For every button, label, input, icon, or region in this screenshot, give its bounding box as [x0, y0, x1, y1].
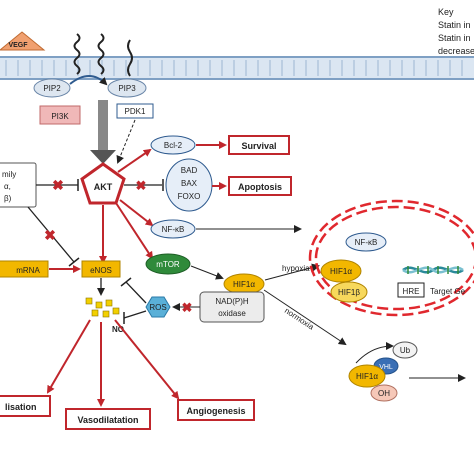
- pip2-to-pip3-arrow: [69, 75, 108, 86]
- receptor-right-icon: [97, 33, 105, 75]
- nfkb-label: NF-κB: [162, 225, 185, 234]
- vasodilatation-box: [65, 408, 151, 430]
- mrna-label: mRNA: [16, 266, 40, 275]
- mtor-label: mTOR: [156, 260, 180, 269]
- ros-inhibit-enos-line: [125, 281, 147, 304]
- nadph-line1: NAD(P)H: [215, 297, 249, 306]
- hif-normoxia-arrow: [263, 289, 347, 346]
- enos-box: [81, 260, 121, 278]
- dna-helix-icon: [402, 266, 464, 274]
- nfkb-node: [150, 219, 196, 239]
- mtor-to-hif-arrow: [190, 265, 224, 280]
- mtor-node: [145, 253, 191, 275]
- vasodilatation-label: Vasodilatation: [77, 415, 138, 425]
- ros-label: ROS: [149, 303, 166, 312]
- bcl2-node: [150, 135, 196, 155]
- left-box-line2: α,: [4, 182, 11, 191]
- nucleus-outer-envelope: [308, 199, 474, 317]
- nuclear-hif1a-node: [320, 259, 362, 283]
- pip3-to-akt-arrowhead: [90, 150, 116, 164]
- key-line2: Statin in: [438, 33, 471, 43]
- degradation-hif1a-label: HIF1α: [356, 372, 378, 381]
- left-box-line3: β): [4, 194, 12, 203]
- vegf-triangle: [0, 31, 46, 51]
- left-box-inhibit-enos-line: [27, 206, 75, 263]
- statin-block-icon: ✖: [182, 300, 193, 315]
- no-molecules-icon: [85, 297, 120, 318]
- nuclear-hif1a-label: HIF1α: [330, 267, 352, 276]
- no-label: NO: [112, 325, 124, 334]
- survival-box: [228, 135, 290, 155]
- pi3k-box: [39, 105, 81, 125]
- nuclear-hif1b-label: HIF1β: [338, 288, 360, 297]
- foxo-label: FOXO: [178, 192, 201, 201]
- hydroxyl-label: OH: [378, 389, 390, 398]
- cell-membrane: [0, 56, 474, 80]
- receptor-left-icon: [73, 33, 81, 75]
- nuclear-nfkb-node: [345, 232, 387, 252]
- vhl-label: VHL: [379, 364, 393, 371]
- ros-inhibit-enos-bar: [120, 277, 132, 287]
- key-legend: Key Statin in Statin in decrease: [438, 6, 474, 58]
- akt-label: AKT: [94, 182, 113, 192]
- left-outcome-label: lisation: [5, 402, 37, 412]
- survival-label: Survival: [241, 141, 276, 151]
- akt-node: [80, 162, 126, 205]
- bax-label: BAX: [181, 179, 198, 188]
- pip2-node: [33, 78, 71, 98]
- key-line3: decrease: [438, 46, 474, 56]
- target-gene-label: Target Ge: [430, 287, 466, 296]
- statin-block-icon: ✖: [52, 177, 64, 193]
- hif1a-label: HIF1α: [233, 280, 255, 289]
- hif-hypoxia-arrow: [264, 263, 320, 281]
- vegf-label: VEGF: [8, 42, 28, 49]
- ubiquitination-arrow: [355, 342, 394, 364]
- membrane-band: [0, 57, 474, 79]
- bad-label: BAD: [181, 166, 198, 175]
- lipid-tail-icon: [127, 39, 133, 77]
- pdk1-box: [116, 103, 154, 119]
- enos-label: eNOS: [90, 266, 112, 275]
- key-line1: Statin in: [438, 20, 471, 30]
- nuclear-hif1b-node: [330, 281, 368, 303]
- no-to-angiogenesis-arrow: [114, 319, 180, 400]
- statin-block-icon: ✖: [44, 227, 56, 243]
- akt-to-mtor-arrow: [115, 202, 154, 260]
- mrna-box: [0, 260, 49, 278]
- pdk1-to-akt-arrow: [116, 119, 136, 164]
- akt-to-nfkb-arrow: [119, 199, 154, 227]
- pip2-label: PIP2: [43, 84, 61, 93]
- angiogenesis-box: [177, 399, 255, 421]
- left-box-inhibit-enos-bar: [68, 257, 80, 267]
- nucleus-inner-envelope: [314, 205, 474, 311]
- pip3-node: [107, 78, 147, 98]
- pdk1-label: PDK1: [125, 107, 146, 116]
- apoptosis-label: Apoptosis: [238, 182, 282, 192]
- nadph-line2: oxidase: [218, 309, 246, 318]
- pip3-label: PIP3: [118, 84, 136, 93]
- hre-label: HRE: [403, 287, 420, 296]
- apoptosis-box: [228, 176, 292, 196]
- bcl2-label: Bcl-2: [164, 141, 183, 150]
- nuclear-nfkb-label: NF-κB: [355, 238, 378, 247]
- hydroxyl-node: [370, 384, 398, 402]
- ros-inhibit-no-line: [123, 310, 147, 319]
- hypoxia-label: hypoxia: [282, 264, 310, 273]
- ros-node: [145, 296, 171, 318]
- left-box-line1: mily: [2, 170, 16, 179]
- degradation-hif1a-node: [348, 364, 386, 388]
- left-outcome-box: [0, 395, 51, 417]
- pip3-to-akt-shaft: [98, 100, 108, 152]
- statin-block-icon: ✖: [136, 178, 147, 193]
- pi3k-label: PI3K: [51, 112, 69, 121]
- normoxia-label: normoxia: [283, 306, 316, 332]
- key-title: Key: [438, 7, 454, 17]
- ubiquitin-label: Ub: [400, 346, 411, 355]
- no-to-left-outcome-arrow: [46, 319, 91, 394]
- akt-to-bcl2-arrow: [117, 148, 152, 173]
- angiogenesis-label: Angiogenesis: [186, 406, 245, 416]
- hre-box: [397, 282, 425, 298]
